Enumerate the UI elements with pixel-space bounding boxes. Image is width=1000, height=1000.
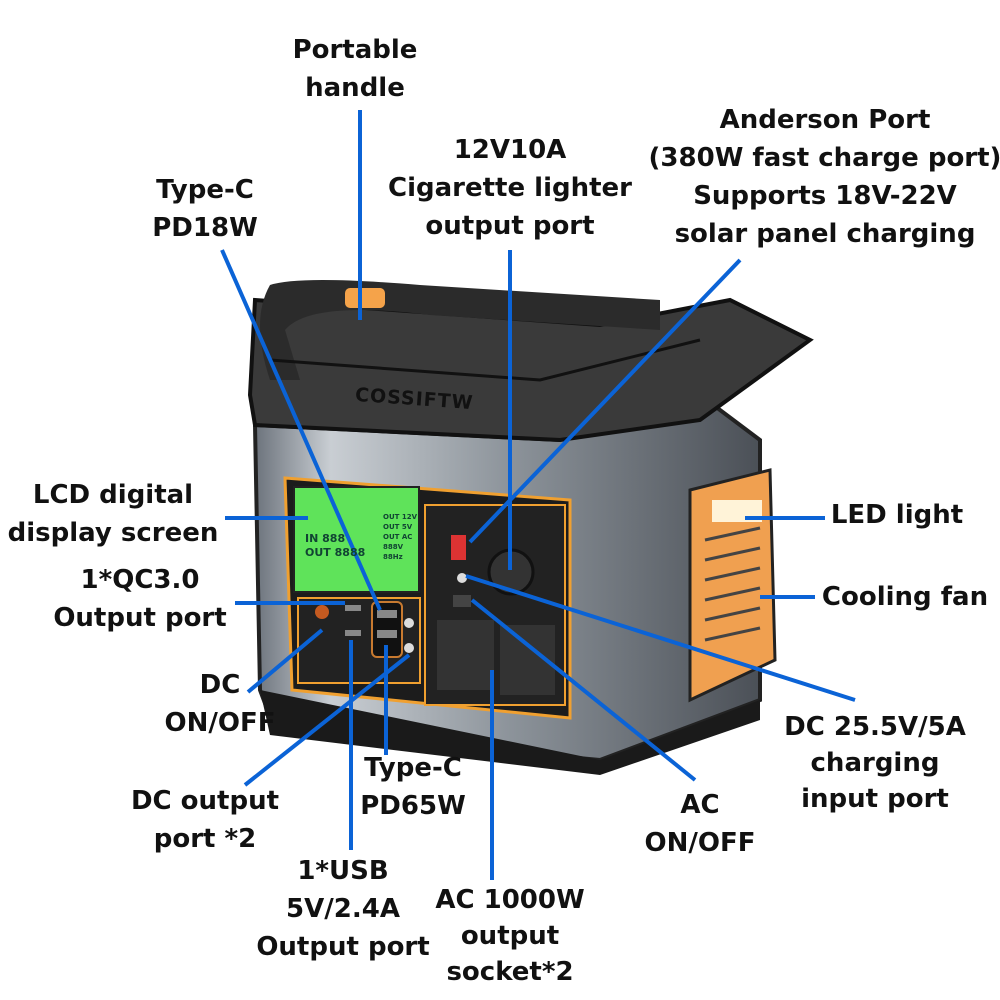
- label-dc-onoff: DC ON/OFF: [165, 666, 276, 742]
- lcd-text: IN 888 OUT 8888: [305, 532, 365, 560]
- label-dc-output: DC output port *2: [131, 782, 279, 858]
- side-panel: [688, 468, 777, 703]
- label-line: DC 25.5V/5A: [784, 712, 966, 742]
- lcd-in-value: 888: [322, 532, 346, 545]
- label-anderson: Anderson Port (380W fast charge port) Supp…: [649, 101, 1000, 253]
- label-handle: Portable handle: [293, 31, 418, 107]
- label-line: (380W fast charge port): [648, 143, 1000, 173]
- label-line: AC 1000W: [435, 885, 585, 915]
- lcd-screen: [293, 486, 420, 593]
- label-ac-onoff: AC ON/OFF: [645, 786, 756, 862]
- label-line: Output port: [256, 932, 430, 962]
- line-dc-onoff: [246, 628, 324, 694]
- lcd-hz: 88Hz: [383, 553, 403, 561]
- label-line: Type-C: [156, 175, 254, 205]
- label-line: socket*2: [446, 957, 574, 987]
- line-dc-output: [243, 653, 411, 787]
- label-line: ON/OFF: [644, 828, 756, 858]
- label-line: DC: [199, 670, 241, 700]
- label-line: Type-C: [364, 753, 462, 783]
- handle-grip: [345, 288, 385, 308]
- label-line: output: [460, 921, 560, 951]
- label-line: LCD digital: [32, 480, 194, 510]
- label-line: PD65W: [360, 791, 466, 821]
- label-line: input port: [801, 784, 949, 814]
- label-line: LED light: [830, 500, 964, 530]
- label-usb: 1*USB 5V/2.4A Output port: [256, 852, 429, 966]
- lcd-out: OUT: [305, 546, 331, 559]
- label-line: display screen: [7, 518, 219, 548]
- line-ac-onoff: [470, 598, 697, 782]
- lcd-outac: OUT AC: [383, 533, 413, 541]
- line-dc-charging: [465, 574, 856, 702]
- label-line: 12V10A: [453, 135, 567, 165]
- label-line: charging: [810, 748, 940, 778]
- label-led: LED light: [831, 496, 963, 534]
- line-anderson: [468, 258, 742, 544]
- label-line: Cigarette lighter: [388, 173, 632, 203]
- label-line: handle: [305, 73, 405, 103]
- callout-lines: [220, 110, 856, 880]
- label-line: ON/OFF: [164, 708, 276, 738]
- label-line: 5V/2.4A: [286, 894, 400, 924]
- label-line: Anderson Port: [719, 105, 931, 135]
- lcd-out5v: OUT 5V: [383, 523, 413, 531]
- label-ac-socket: AC 1000W output socket*2: [435, 882, 584, 990]
- label-line: output port: [425, 211, 595, 241]
- lcd-volt: 888V: [383, 543, 404, 551]
- label-line: Supports 18V-22V: [693, 181, 957, 211]
- label-typec18: Type-C PD18W: [152, 171, 258, 247]
- label-line: DC output: [130, 786, 280, 816]
- label-line: Portable: [292, 35, 418, 65]
- label-cigarette: 12V10A Cigarette lighter output port: [388, 131, 632, 245]
- label-line: Cooling fan: [821, 582, 989, 612]
- lcd-right-text: OUT 12V OUT 5V OUT AC 888V 88Hz: [383, 512, 417, 562]
- device-base: [260, 690, 760, 775]
- label-line: port *2: [153, 824, 257, 854]
- label-line: PD18W: [152, 213, 258, 243]
- lcd-out-value: 8888: [334, 546, 366, 559]
- label-typec65: Type-C PD65W: [360, 749, 466, 825]
- label-line: 1*QC3.0: [80, 565, 200, 595]
- label-line: solar panel charging: [674, 219, 976, 249]
- label-line: Output port: [53, 603, 227, 633]
- lcd-in: IN: [305, 532, 319, 545]
- label-lcd: LCD digital display screen: [8, 476, 219, 552]
- label-fan: Cooling fan: [822, 578, 988, 616]
- label-dc-charging: DC 25.5V/5A charging input port: [784, 709, 966, 817]
- label-line: AC: [680, 790, 720, 820]
- lcd-out12v: OUT 12V: [383, 513, 418, 521]
- label-line: 1*USB: [297, 856, 389, 886]
- line-typec18: [220, 249, 382, 611]
